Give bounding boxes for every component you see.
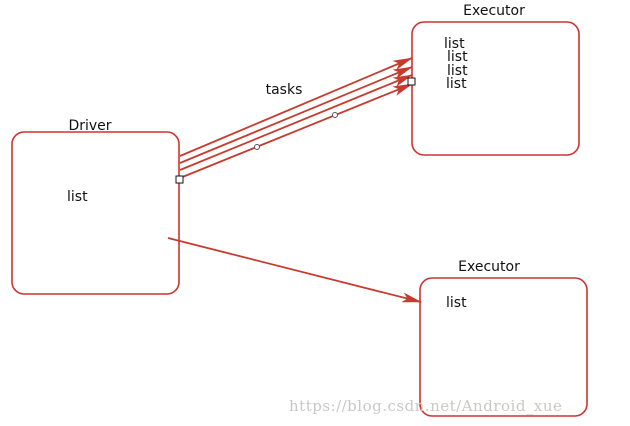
executor-bottom-node[interactable]: Executor list xyxy=(419,259,588,417)
connector-midpoint-handle[interactable] xyxy=(254,144,260,150)
driver-node[interactable]: Driver list xyxy=(11,118,180,295)
executor-top-list-item: list xyxy=(447,49,468,65)
task-arrow xyxy=(179,74,413,171)
executor-bottom-list-label: list xyxy=(446,295,467,311)
executor-top-list-item: list xyxy=(447,63,468,79)
task-arrow xyxy=(179,83,413,179)
connector-midpoint-handle[interactable] xyxy=(332,112,338,118)
executor-top-box xyxy=(411,21,580,156)
tasks-edge-label: tasks xyxy=(266,82,303,98)
connector-start-handle[interactable] xyxy=(175,175,184,184)
task-arrows xyxy=(179,57,413,179)
executor-top-title: Executor xyxy=(463,3,525,19)
driver-list-label: list xyxy=(67,189,88,205)
connector-end-handle[interactable] xyxy=(407,77,416,86)
executor-top-list-item: list xyxy=(446,76,467,92)
executor-bottom-title: Executor xyxy=(458,259,520,275)
driver-title: Driver xyxy=(68,118,111,134)
executor-top-node[interactable]: Executor list list list list xyxy=(411,3,580,156)
task-arrow xyxy=(179,66,413,164)
watermark-text: https://blog.csdn.net/Android_xue xyxy=(289,397,562,415)
driver-box xyxy=(11,131,180,295)
executor-bottom-box xyxy=(419,277,588,417)
driver-to-executor-bottom-arrow xyxy=(167,237,422,303)
task-arrow xyxy=(179,57,413,157)
executor-top-list-item: list xyxy=(444,36,465,52)
